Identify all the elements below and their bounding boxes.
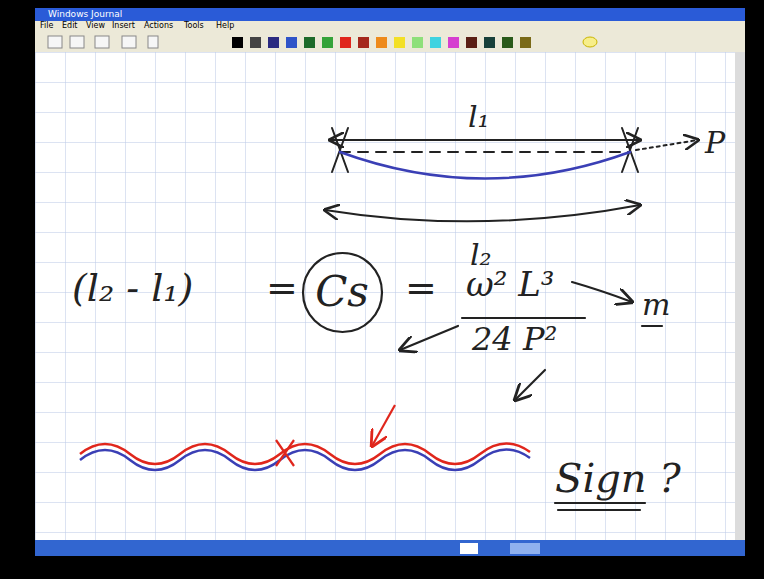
menu-item: File	[40, 22, 53, 31]
node-label: Cs	[315, 269, 369, 315]
menu-item: Actions	[144, 22, 173, 31]
grid-lines	[35, 52, 735, 540]
tension-arrow	[636, 140, 698, 150]
circled-term: Cs	[301, 251, 384, 334]
equation-term: (l₂ - l₁)	[72, 268, 193, 310]
underline	[642, 325, 662, 327]
force-label: P	[705, 126, 725, 159]
leader-line	[515, 370, 545, 400]
menu-item: Help	[216, 22, 234, 31]
cross-mark	[276, 440, 294, 466]
leader-line	[400, 326, 458, 350]
chord-line	[340, 151, 630, 153]
menu-item: Insert	[112, 22, 135, 31]
wavy-cable-offset	[80, 443, 530, 464]
leader-line	[572, 282, 632, 302]
l2-dimension-line	[325, 205, 640, 221]
cable-sketch	[325, 128, 698, 221]
wavy-cable	[80, 449, 530, 470]
equals-sign: =	[405, 268, 437, 310]
scrollbar	[735, 52, 745, 540]
fraction-bar	[462, 317, 585, 319]
menu-bar	[35, 21, 745, 32]
numerator: ω² L³	[466, 266, 554, 303]
support-mark	[332, 128, 348, 172]
pointer-arrow	[372, 405, 395, 446]
l1-dimension-line	[330, 139, 640, 141]
menu-item: Tools	[184, 22, 204, 31]
window-title: Windows Journal	[48, 10, 122, 20]
equals-sign: =	[266, 268, 298, 310]
dimension-label: l₁	[468, 100, 490, 133]
page-tab	[510, 543, 540, 554]
menu-item: Edit	[62, 22, 78, 31]
writing-canvas	[35, 52, 735, 540]
page-tab	[460, 543, 478, 554]
circle-outline	[303, 253, 382, 332]
toolbar	[35, 31, 745, 52]
sagging-cable	[340, 152, 630, 179]
double-underline	[555, 503, 645, 510]
unit-label: m	[642, 288, 670, 321]
pen-palette	[48, 36, 597, 48]
task-bar	[35, 540, 745, 556]
title-bar	[35, 8, 745, 22]
denominator: 24 P²	[472, 322, 557, 357]
question-note: Sign ?	[555, 456, 681, 500]
menu-item: View	[86, 22, 105, 31]
